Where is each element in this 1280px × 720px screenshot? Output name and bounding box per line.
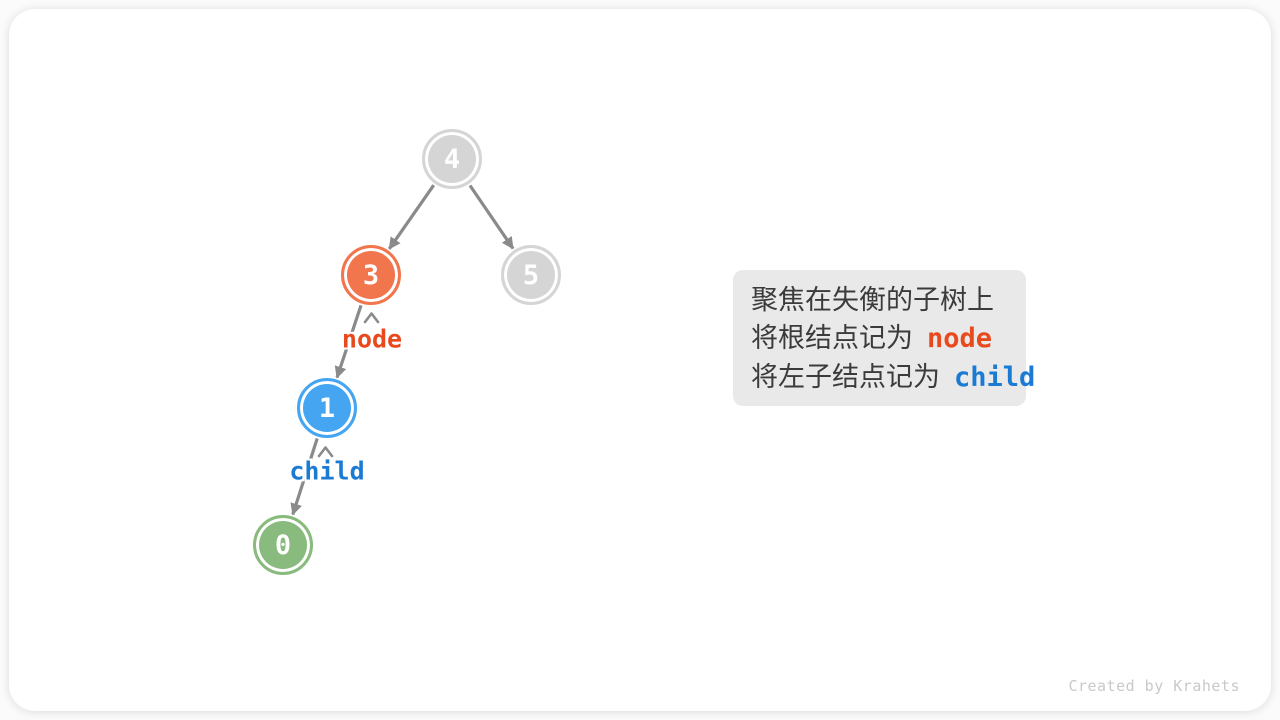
- annotation-line-1: 聚焦在失衡的子树上: [751, 281, 1018, 319]
- annotation-line-3-code: child: [954, 362, 1036, 393]
- pointer-label-child: child: [289, 456, 365, 486]
- annotation-line-3-text: 将左子结点记为: [751, 362, 940, 392]
- annotation-line-3: 将左子结点记为 child: [751, 358, 1035, 397]
- tree-node-4: 4: [422, 129, 482, 189]
- tree-node-4-value: 4: [443, 143, 461, 175]
- tree-node-1-value: 1: [318, 392, 336, 424]
- annotation-line-2-text: 将根结点记为: [751, 323, 913, 353]
- tree-node-0: 0: [253, 515, 313, 575]
- tree-node-5: 5: [501, 245, 561, 305]
- pointer-label-node: node: [341, 324, 403, 354]
- figure-card: [9, 9, 1271, 711]
- annotation-line-1-text: 聚焦在失衡的子树上: [751, 285, 994, 315]
- tree-node-3: 3: [341, 245, 401, 305]
- watermark: Created by Krahets: [1068, 677, 1240, 695]
- annotation-line-2-code: node: [927, 323, 993, 354]
- tree-node-1: 1: [297, 378, 357, 438]
- tree-node-0-value: 0: [274, 529, 292, 561]
- tree-node-3-value: 3: [362, 259, 380, 291]
- annotation-box: 聚焦在失衡的子树上 将根结点记为 node 将左子结点记为 child: [733, 270, 1035, 406]
- annotation-line-2: 将根结点记为 node: [751, 319, 1018, 358]
- tree-node-5-value: 5: [522, 259, 540, 291]
